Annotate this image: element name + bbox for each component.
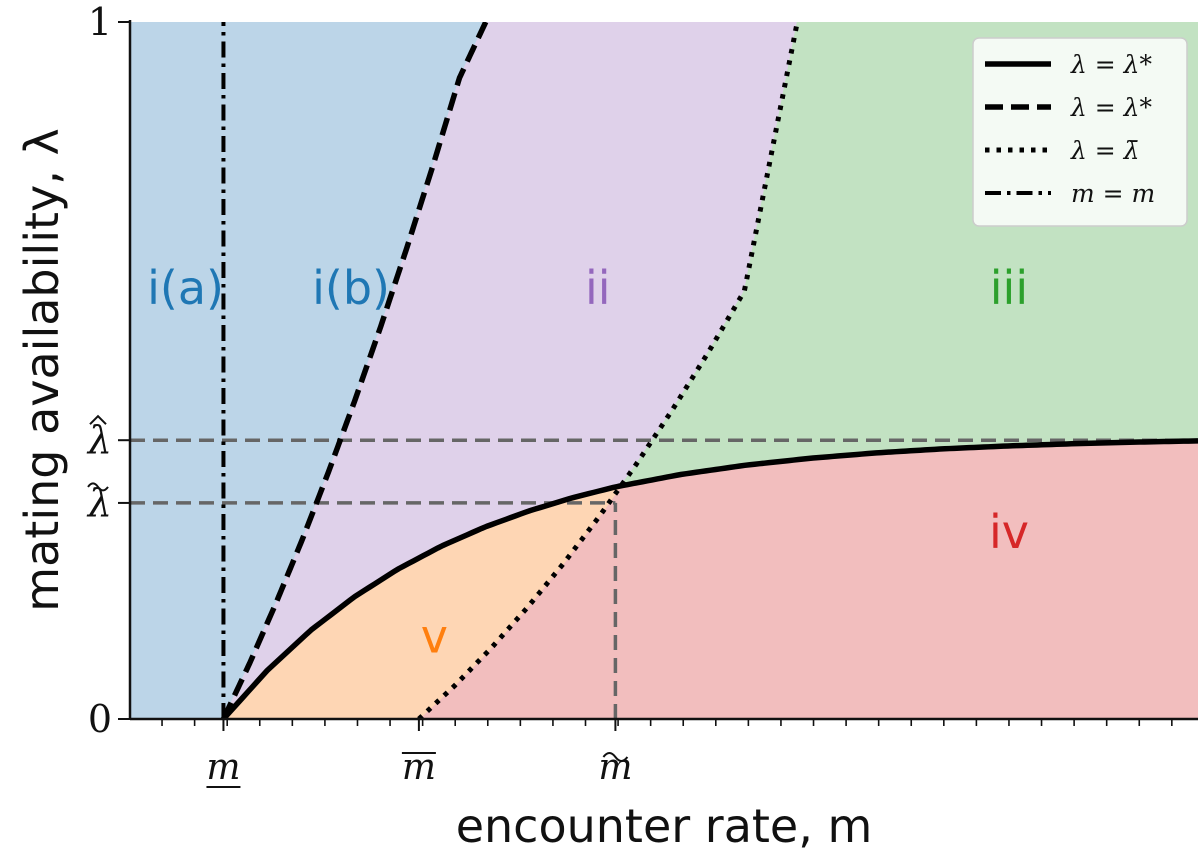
curve-lambda-bar [417, 22, 800, 719]
y-tick-tilde-mark [87, 482, 109, 492]
legend: λ = λ* λ = λ* λ = λ̄ m = m [972, 37, 1188, 227]
region-label: iv [989, 505, 1029, 559]
curve-lambda-lower-star [221, 438, 1198, 719]
region-fills [130, 22, 1198, 719]
x-tick-label: m [598, 747, 632, 788]
reference-lines [130, 438, 1198, 719]
y-tick-label: 0 [88, 697, 112, 741]
legend-entry-label: λ = λ* [1070, 50, 1153, 79]
y-tick-label: λ [86, 418, 112, 462]
region-label: v [421, 609, 448, 663]
legend-entry-label: λ = λ* [1070, 93, 1153, 122]
legend-box [972, 37, 1188, 227]
boundary-curves [220, 22, 1198, 719]
y-tick-hat-mark [89, 414, 107, 425]
axes [128, 20, 1198, 721]
region-label: i(b) [312, 261, 390, 315]
x-tick-label: m [206, 747, 240, 788]
x-tick-tilde-mark [602, 752, 629, 762]
x-axis-label: encounter rate, m [456, 799, 873, 853]
region-label: iii [990, 261, 1028, 315]
legend-entry-label: λ = λ̄ [1070, 136, 1140, 165]
y-tick-label: 1 [88, 0, 112, 44]
legend-entry-label: m = m [1071, 179, 1155, 208]
curve-lambda-upper-star [220, 22, 489, 719]
y-axis-label: mating availability, λ [15, 128, 69, 611]
region-label: i(a) [147, 261, 224, 315]
region-label: ii [585, 261, 611, 315]
